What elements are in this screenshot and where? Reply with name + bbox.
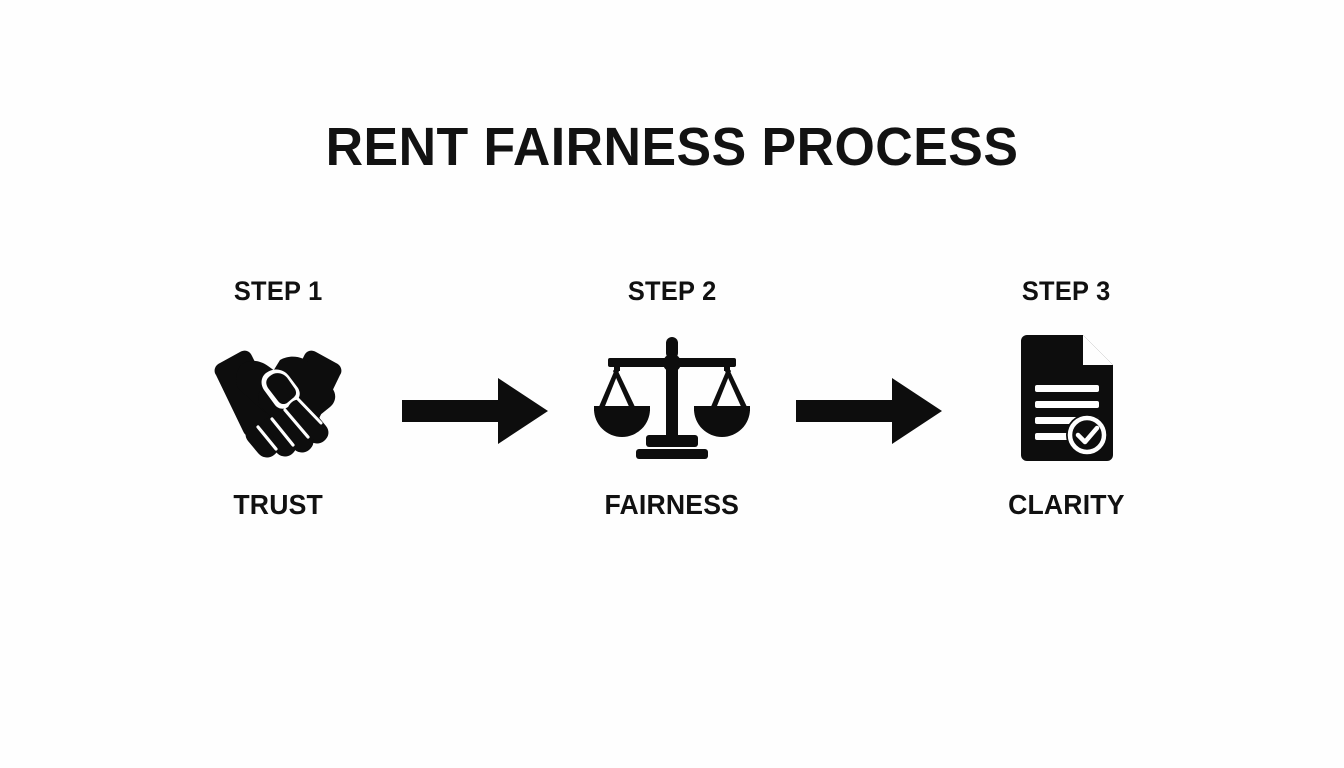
step-3-label: STEP 3	[1021, 276, 1111, 306]
step-3-name: CLARITY	[1007, 489, 1125, 520]
step-1-label: STEP 1	[233, 276, 323, 306]
page-title: RENT FAIRNESS PROCESS	[325, 117, 1019, 177]
process-flow: STEP 1	[160, 278, 1184, 528]
handshake-icon	[180, 333, 376, 463]
step-2-label: STEP 2	[627, 276, 717, 306]
process-step-3[interactable]: STEP 3 CLARITY	[948, 278, 1184, 519]
arrow-right-icon-1	[400, 278, 550, 528]
document-check-icon	[1013, 333, 1119, 463]
process-step-2[interactable]: STEP 2	[554, 278, 790, 519]
step-1-name: TRUST	[233, 489, 323, 520]
balance-scales-icon	[592, 333, 752, 463]
process-step-1[interactable]: STEP 1	[160, 278, 396, 519]
arrow-right-icon-2	[794, 278, 944, 528]
step-2-name: FAIRNESS	[604, 489, 740, 520]
